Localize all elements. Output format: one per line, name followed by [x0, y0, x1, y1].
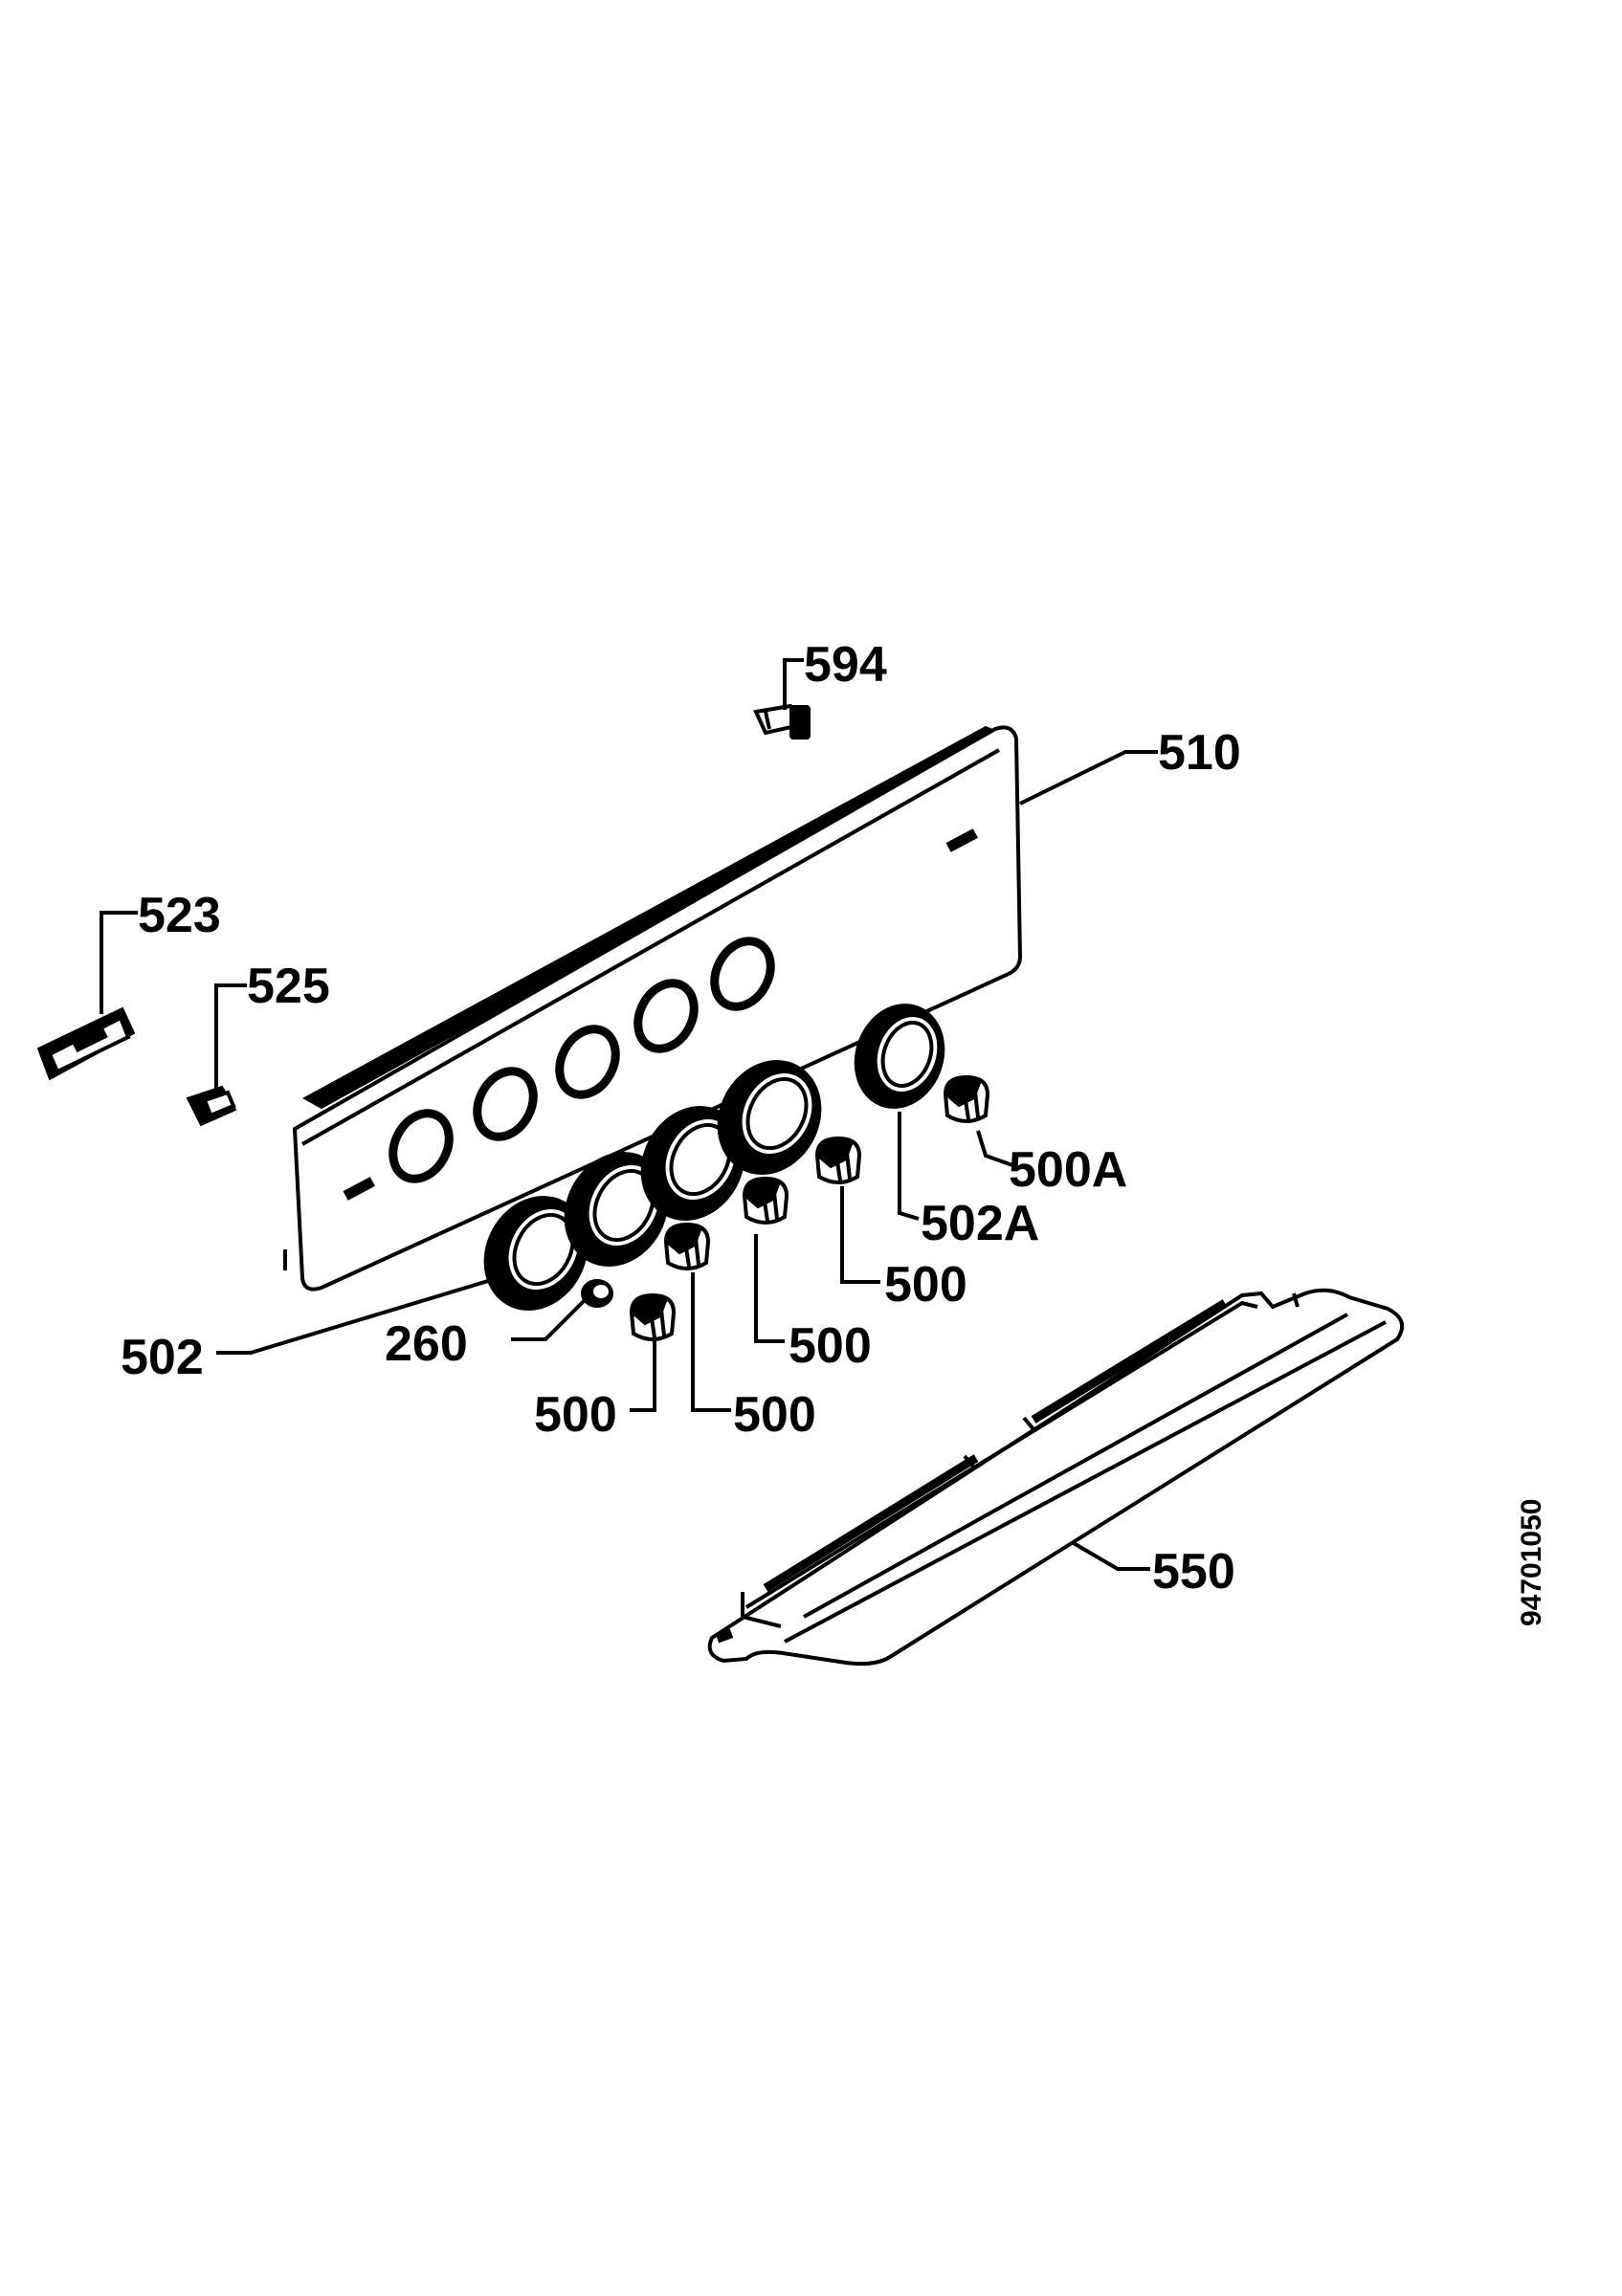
label-500a: 500A	[1009, 1142, 1127, 1198]
document-number: 94701050	[1516, 1499, 1547, 1626]
switch-523	[36, 1006, 136, 1081]
label-510: 510	[1158, 725, 1241, 781]
label-500-right-1: 500	[884, 1257, 967, 1313]
spacer-260	[581, 1279, 613, 1308]
leader-lines	[100, 658, 1158, 1571]
knob-500a	[943, 1074, 990, 1123]
label-594: 594	[804, 637, 887, 693]
knob-a	[629, 1292, 677, 1341]
label-500-bottom-right: 500	[733, 1387, 816, 1443]
knob-d	[814, 1136, 862, 1184]
label-525: 525	[247, 959, 330, 1014]
panel-clip-594	[753, 703, 811, 740]
part-labels: 594 510 523 525 500A 502A 500 500 500 50…	[121, 637, 1241, 1600]
label-523: 523	[138, 888, 221, 943]
label-550: 550	[1152, 1544, 1235, 1600]
control-knobs	[629, 1074, 990, 1341]
control-panel	[283, 725, 1023, 1292]
trim-strip-550	[707, 1288, 1405, 1667]
knob-bezels	[483, 1004, 945, 1311]
label-500-bottom-left: 500	[534, 1387, 617, 1443]
label-502a: 502A	[921, 1196, 1039, 1251]
bezel-502a	[854, 1004, 945, 1109]
knob-c	[742, 1176, 789, 1225]
knob-b	[663, 1222, 711, 1270]
bezel-1	[483, 1196, 589, 1311]
label-500-right-2: 500	[789, 1318, 872, 1374]
clip-525	[186, 1085, 237, 1127]
bezel-4	[717, 1060, 822, 1175]
label-260: 260	[385, 1316, 468, 1372]
label-502: 502	[121, 1330, 204, 1385]
